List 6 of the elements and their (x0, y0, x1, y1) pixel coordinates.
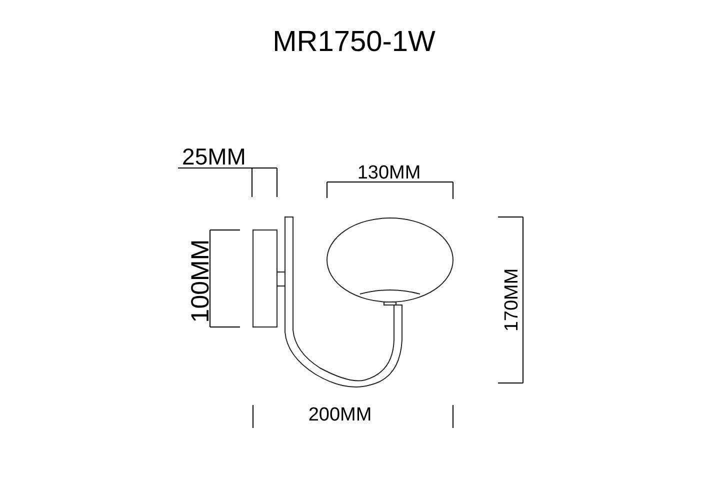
dimension-label: 200MM (308, 406, 372, 424)
dimension-label: 100MM (188, 239, 214, 323)
dimension-label: 130MM (357, 164, 421, 182)
dimension-label: 170MM (502, 268, 522, 332)
dimension-label: 25MM (182, 146, 246, 168)
drawing-title: MR1750-1W (272, 28, 436, 57)
